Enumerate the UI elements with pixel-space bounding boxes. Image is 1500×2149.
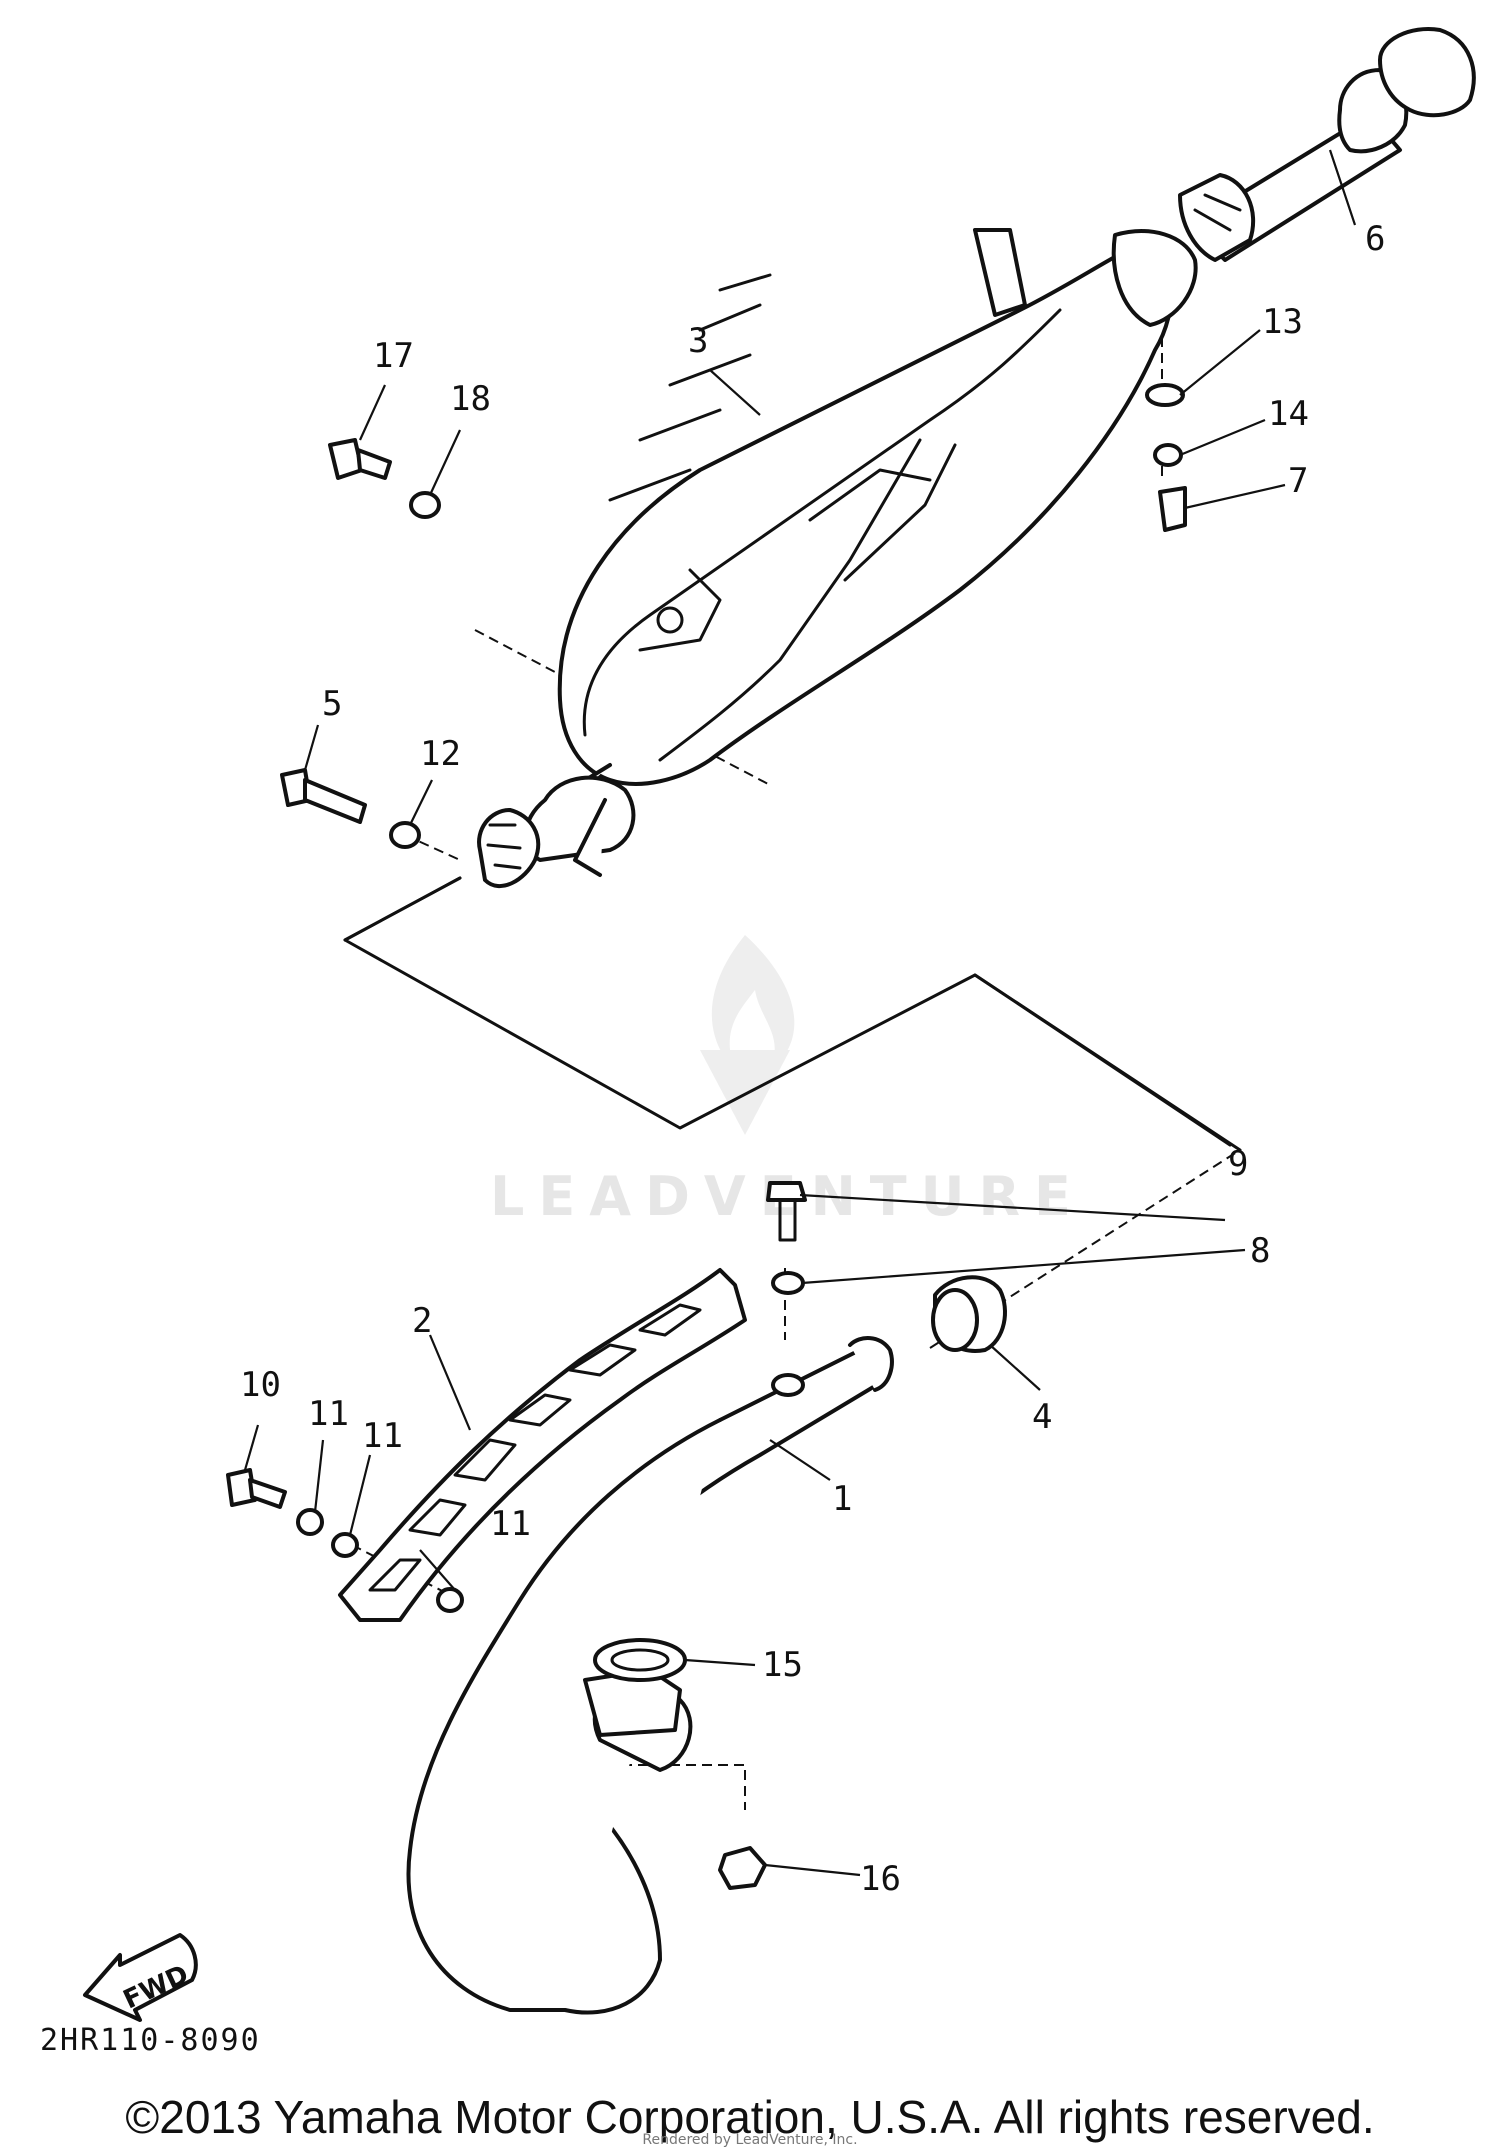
- copyright-notice: ©2013 Yamaha Motor Corporation, U.S.A. A…: [125, 2091, 1375, 2143]
- tail-pipe: [1178, 27, 1476, 262]
- callout-13: 12: [420, 734, 461, 774]
- diagram-code: 2HR110-8090: [40, 2023, 261, 2058]
- callout-16: 15: [762, 1645, 803, 1685]
- callout-19: 18: [450, 379, 491, 419]
- washer-11b: [436, 1587, 464, 1613]
- callout-18: 17: [373, 336, 414, 376]
- callout-5: 5: [322, 684, 342, 724]
- muffler: [477, 228, 1198, 888]
- callout-1: 1: [832, 1479, 852, 1519]
- callout-3: 3: [688, 321, 708, 361]
- watermark-logo: [700, 935, 795, 1135]
- callout-9: 9: [1228, 1144, 1248, 1184]
- heat-protector: [338, 1268, 747, 1622]
- forward-arrow-icon: FWD: [83, 1933, 198, 2022]
- callout-14: 13: [1262, 302, 1303, 342]
- callout-15: 14: [1268, 394, 1309, 434]
- damper-14: [1145, 383, 1185, 407]
- rendered-by-credit: Rendered by LeadVenture, Inc.: [642, 2132, 858, 2148]
- washer-11a: [331, 1532, 359, 1558]
- callout-17: 16: [860, 1859, 901, 1899]
- washer-13: [389, 821, 421, 849]
- callout-11a: 11: [362, 1416, 403, 1456]
- leader-lines: [243, 149, 1357, 1877]
- callout-8: 8: [1250, 1231, 1270, 1271]
- gasket: [593, 1638, 687, 1682]
- callout-6: 6: [1365, 219, 1385, 259]
- pipe-boss: [771, 1373, 805, 1397]
- bolt-5: [280, 768, 367, 824]
- bolt-18: [328, 438, 392, 480]
- lockwasher-12: [296, 1508, 324, 1536]
- joint: [931, 1275, 1007, 1353]
- washer-8: [771, 1271, 805, 1295]
- bolt-7: [1158, 486, 1187, 532]
- nut-17: [718, 1846, 767, 1890]
- callout-10: 10: [240, 1365, 281, 1405]
- callout-11b: 11: [490, 1504, 531, 1544]
- washer-15: [1153, 443, 1183, 467]
- exhaust-pipe: [406, 1336, 894, 2015]
- callout-7: 7: [1288, 461, 1308, 501]
- callout-2: 2: [412, 1301, 432, 1341]
- callout-12: 11: [308, 1394, 349, 1434]
- washer-19: [409, 491, 441, 519]
- callout-4: 4: [1032, 1397, 1052, 1437]
- bolt-10: [226, 1468, 287, 1509]
- bolt-9: [766, 1181, 807, 1242]
